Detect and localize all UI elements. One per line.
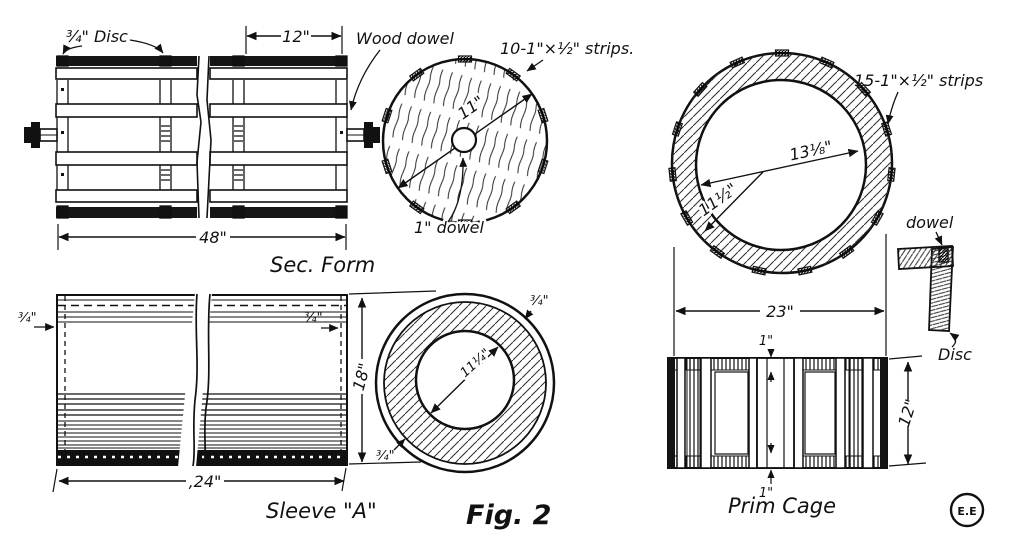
strip [797, 265, 813, 276]
strip [887, 167, 896, 182]
strips15-label: 15-1"×½" strips [854, 71, 983, 90]
dim-23-label: 23" [766, 302, 794, 321]
sec-form-section-drawing: 11" 1" dowel 10-1"×½" strips. [381, 39, 634, 240]
dowel-detail-leader [934, 231, 943, 246]
break-line [196, 55, 212, 219]
sec-form-drawing: 12" 48" ¾" Disc Wood dowel Sec. Form [24, 26, 455, 277]
strip [408, 67, 425, 82]
strip [880, 121, 893, 137]
strip [505, 67, 522, 82]
band-bottom-label: 1" [759, 486, 773, 501]
cage-center-panel [756, 357, 795, 469]
sleeve-lines-low [58, 420, 346, 449]
strip [729, 56, 746, 69]
strips15-leader [885, 91, 899, 125]
wood-dowel-label: Wood dowel [356, 29, 455, 48]
sleeve-drawing: ¾" ¾" 18" ,24" Sleeve "A" [18, 290, 437, 523]
strip [671, 121, 684, 137]
strip [870, 210, 884, 226]
sec-form-left-half [55, 56, 198, 218]
strip [537, 158, 549, 175]
wood-dowel-leader [349, 49, 381, 111]
disc-callout-leader [62, 44, 83, 55]
dim-24 [52, 467, 347, 493]
strip [774, 49, 790, 57]
center-dowel-circle [450, 126, 478, 154]
dim-115-leader [704, 171, 764, 232]
strip [505, 200, 522, 215]
dim-24-label: ,24" [189, 472, 222, 491]
dim-13-line [700, 148, 859, 188]
strip [709, 244, 726, 260]
strips10-leader [526, 59, 544, 72]
dim-12 [245, 26, 343, 54]
dim-48 [57, 224, 347, 250]
dim-12h-label: 12" [894, 397, 921, 429]
left-axle [24, 122, 58, 148]
strip [692, 81, 708, 98]
dowel-detail-label: dowel [906, 213, 954, 232]
sleeve-break-gap [178, 293, 212, 467]
cage-left-edge [668, 358, 675, 468]
ring-strips [668, 49, 896, 276]
disc-detail-label: Disc [938, 345, 972, 364]
wall-top-arrow [524, 309, 534, 320]
dim-18-label: 18" [349, 361, 375, 393]
sec-form-right-half [209, 56, 348, 218]
prim-cage-caption: Prim Cage [728, 494, 836, 518]
cage-right-edge [880, 358, 887, 468]
monogram-text: E.E [957, 505, 976, 518]
dowel-1in-leader [447, 157, 468, 223]
cage-ring-drawing: 15-1"×½" strips 13⅛" 11½" [668, 49, 983, 276]
disc-callout-leader2 [129, 39, 164, 54]
cage-extension-lines [673, 234, 887, 356]
dowel-detail-drawing: dowel Disc [897, 213, 972, 364]
sleeve-ring-hatch [384, 302, 546, 464]
right-axle [346, 122, 380, 148]
sleeve-break-lines [192, 293, 211, 467]
dim-48-label: 48" [199, 228, 227, 247]
sleeve-caption: Sleeve "A" [266, 499, 377, 523]
disc-callout-label: ¾" Disc [66, 27, 128, 46]
dim-18 [348, 290, 437, 465]
ring-inner-circle [694, 78, 868, 252]
strip [838, 244, 855, 260]
wall-top-label: ¾" [530, 294, 549, 309]
strip [408, 200, 425, 215]
strip [818, 56, 835, 69]
strip [680, 210, 694, 226]
sleeve-edge-left-label: ¾" [18, 311, 37, 326]
sleeve-edge-right-label: ¾" [304, 311, 323, 326]
figure-caption: Fig. 2 [466, 500, 551, 531]
strip [457, 55, 473, 63]
dim-12h [888, 355, 927, 467]
sleeve-dashed-edges [64, 296, 342, 464]
strip [856, 81, 872, 98]
cage-slats [676, 357, 874, 469]
dim-1125-line [430, 346, 499, 414]
strip [668, 167, 677, 182]
strip [381, 158, 393, 175]
sec-form-caption: Sec. Form [270, 253, 375, 277]
sleeve-ring-mid [383, 301, 547, 465]
strips10-label: 10-1"×½" strips. [500, 39, 634, 58]
strip [457, 219, 473, 227]
wall-bottom-label: ¾" [376, 449, 395, 464]
form-end-strips [381, 55, 549, 227]
prim-cage-drawing: 23" 1" 1" 12" Prim Cage [667, 234, 927, 518]
strip [381, 107, 393, 124]
wall-bottom-arrow [393, 438, 406, 451]
artist-monogram: E.E [949, 492, 985, 528]
disc-detail-leader [949, 332, 960, 348]
dim-12-label: 12" [282, 27, 310, 46]
strip [751, 265, 767, 276]
sleeve-section-drawing: 11¼" ¾" ¾" [374, 292, 556, 474]
band-top-label: 1" [759, 334, 773, 349]
dowel-end [938, 247, 949, 263]
strip [537, 107, 549, 124]
